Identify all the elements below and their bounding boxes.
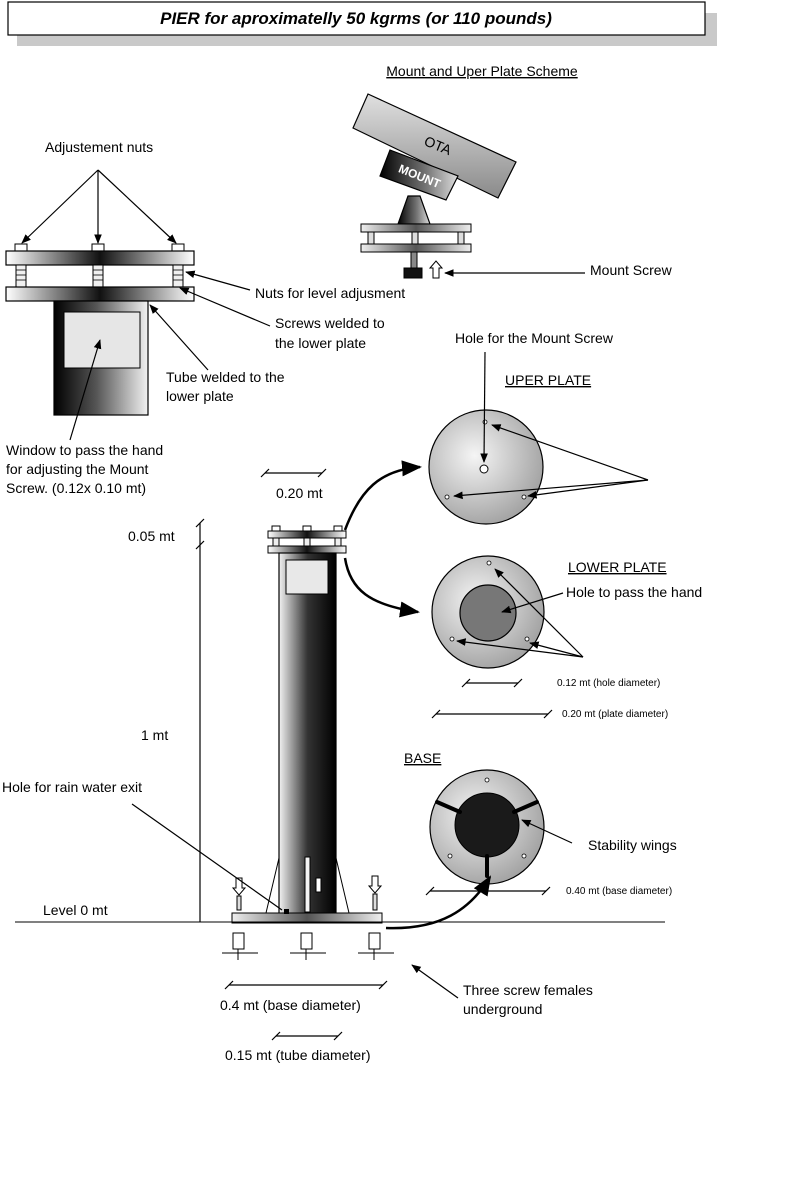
connector-arrows (343, 460, 492, 930)
rain-hole-label: Hole for rain water exit (2, 779, 142, 795)
base-diameter-label: 0.40 mt (base diameter) (566, 886, 672, 897)
tube-welded-label-2: lower plate (166, 388, 234, 404)
screws-welded-label-1: Screws welded to (275, 315, 385, 331)
base-dia-label: 0.4 mt (base diameter) (220, 997, 361, 1013)
pier-column: 0.20 mt (2, 468, 665, 1063)
lower-plate-heading: LOWER PLATE (568, 559, 667, 575)
hole-mount-screw-label: Hole for the Mount Screw (455, 330, 614, 346)
stability-wings-label: Stability wings (588, 837, 677, 853)
nuts-level-label: Nuts for level adjusment (255, 285, 405, 301)
window-label-1: Window to pass the hand (6, 442, 163, 458)
mount-screw (403, 267, 423, 279)
mount-scheme-heading: Mount and Uper Plate Scheme (386, 63, 578, 79)
screw-females-label-2: underground (463, 1001, 542, 1017)
upper-plate-view: Hole for the Mount Screw UPER PLATE (428, 330, 649, 525)
tube-welded-label-1: Tube welded to the (166, 369, 285, 385)
ota-tube (352, 93, 517, 199)
screws-welded-label-2: the lower plate (275, 335, 366, 351)
level-0-label: Level 0 mt (43, 902, 108, 918)
dim-020-label: 0.20 mt (276, 485, 323, 501)
up-arrow-icon (428, 260, 444, 279)
adjustment-nuts-label: Adjustement nuts (45, 139, 153, 155)
hole-diameter-label: 0.12 mt (hole diameter) (557, 678, 660, 689)
down-arrow-icon (231, 877, 247, 896)
lower-plate-view: LOWER PLATE Hole to pass the hand 0.12 m… (431, 555, 702, 720)
page-title: PIER for aproximatelly 50 kgrms (or 110 … (160, 9, 552, 28)
mount-head (379, 149, 459, 201)
dim-1mt-label: 1 mt (141, 727, 168, 743)
base-view: BASE Stability wings 0.40 mt (base diame… (404, 750, 677, 897)
title-bar: PIER for aproximatelly 50 kgrms (or 110 … (7, 1, 717, 46)
upper-plate-heading: UPER PLATE (505, 372, 591, 388)
down-arrow-icon (367, 875, 383, 894)
tube-dia-label: 0.15 mt (tube diameter) (225, 1047, 371, 1063)
base-heading: BASE (404, 750, 441, 766)
window-label-3: Screw. (0.12x 0.10 mt) (6, 480, 146, 496)
plate-detail: Adjustement nuts Nuts for level adjus (5, 139, 405, 496)
mount-screw-label: Mount Screw (590, 262, 673, 278)
hole-hand-label: Hole to pass the hand (566, 584, 702, 600)
dim-005-label: 0.05 mt (128, 528, 175, 544)
screw-females-label-1: Three screw females (463, 982, 593, 998)
plate-diameter-label: 0.20 mt (plate diameter) (562, 709, 668, 720)
mount-scheme: Mount and Uper Plate Scheme OTA MOUNT Mo… (352, 63, 673, 279)
window-label-2: for adjusting the Mount (6, 461, 149, 477)
